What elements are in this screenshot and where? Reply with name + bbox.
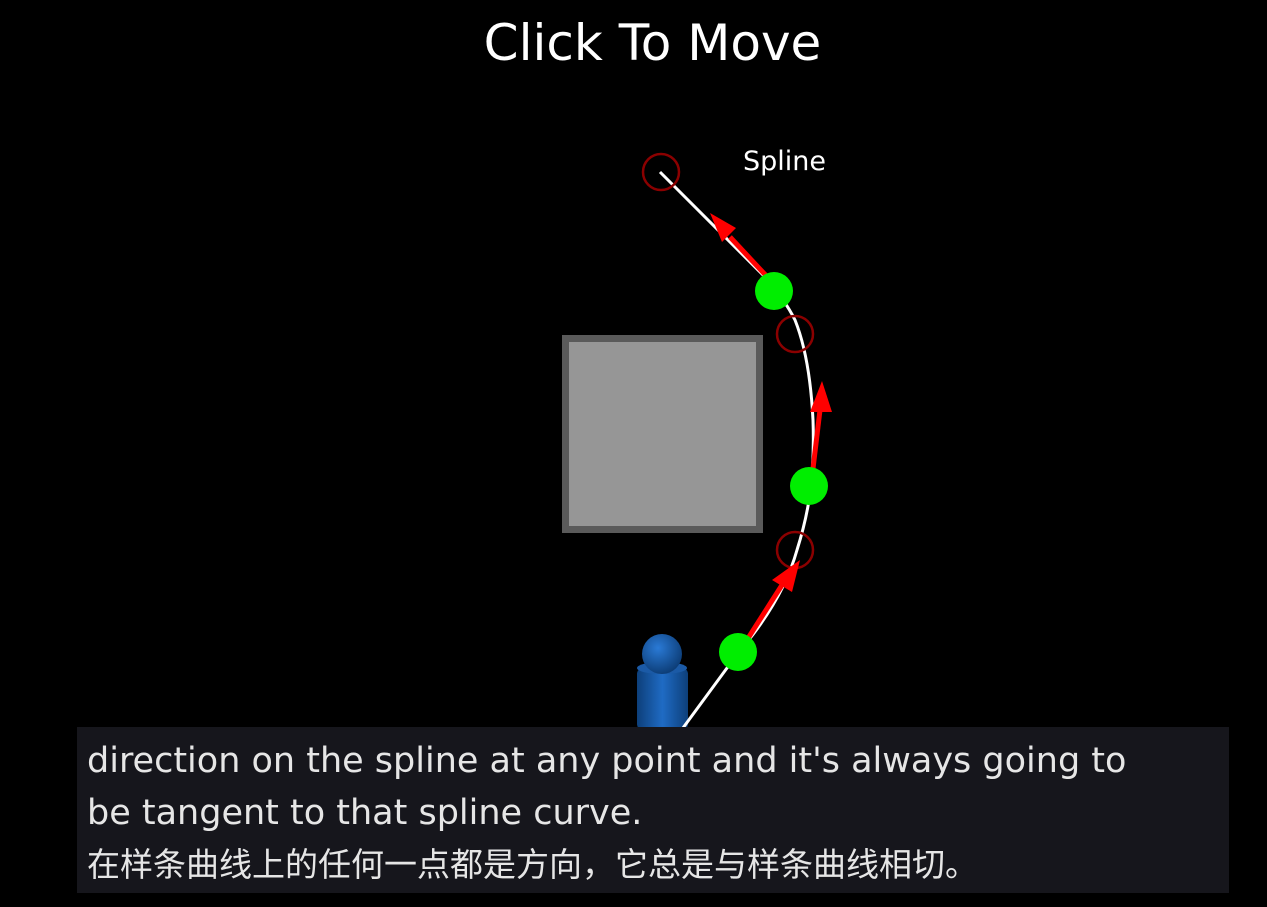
control-point-2[interactable] xyxy=(775,314,815,354)
page-title: Click To Move xyxy=(483,14,822,72)
subtitle-line-1: direction on the spline at any point and… xyxy=(87,741,1127,781)
subtitle-line-zh: 在样条曲线上的任何一点都是方向，它总是与样条曲线相切。 xyxy=(87,845,978,884)
waypoint-1 xyxy=(755,272,793,310)
waypoint-2 xyxy=(790,467,828,505)
tangent-arrow-2 xyxy=(809,381,832,478)
tangent-arrow-1 xyxy=(710,213,774,284)
subtitle-box: direction on the spline at any point and… xyxy=(77,727,1229,893)
subtitle-line-2: be tangent to that spline curve. xyxy=(87,793,643,833)
spline-label: Spline xyxy=(743,146,827,177)
tangent-arrow-3 xyxy=(742,560,800,645)
character-pawn xyxy=(637,634,688,730)
waypoint-3 xyxy=(719,633,757,671)
obstacle-square xyxy=(562,335,763,533)
control-point-1[interactable] xyxy=(641,152,681,192)
control-point-3[interactable] xyxy=(775,530,815,570)
